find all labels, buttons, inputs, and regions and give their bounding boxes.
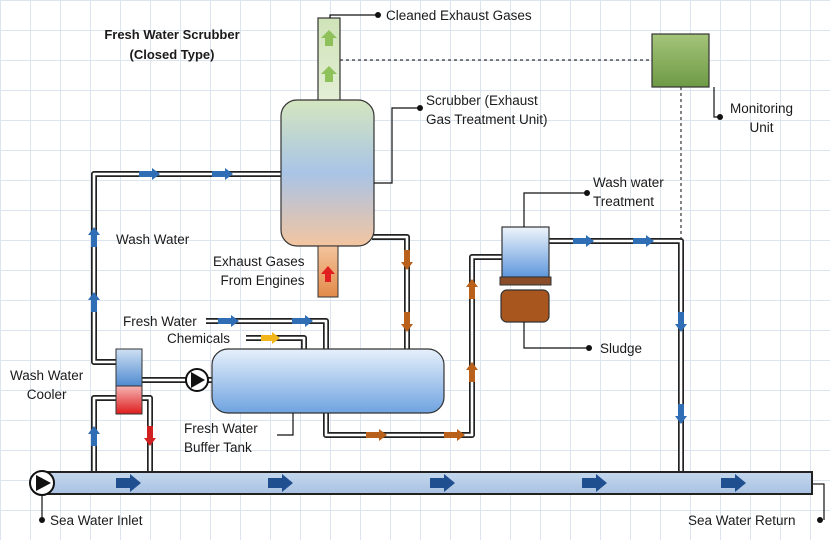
flow-arrow-right-navy: [582, 474, 607, 492]
diagram-title: Fresh Water Scrubber (Closed Type): [82, 25, 262, 65]
scrubber-label-line2: Gas Treatment Unit): [426, 112, 548, 127]
flow-arrow-right-blue: [292, 315, 313, 327]
monitoring-label-line2: Unit: [749, 120, 774, 135]
treatment-label-line1: Wash water: [593, 175, 664, 190]
flow-arrow-right-yellow: [261, 332, 280, 344]
diagram-title-line1: Fresh Water Scrubber: [104, 27, 240, 42]
flow-arrow-right-blue: [212, 168, 233, 180]
cooler-label-line2: Cooler: [26, 387, 67, 402]
scrubber-label-line1: Scrubber (Exhaust: [426, 93, 538, 108]
treatment-label-line2: Treatment: [593, 194, 655, 209]
cooler-label: Wash Water Cooler: [10, 366, 83, 404]
flow-arrow-right-navy: [721, 474, 746, 492]
cooler-seawater-out-pipe: [142, 395, 153, 472]
cooler-top: [115, 348, 143, 387]
flow-arrow-up-orange: [466, 362, 478, 382]
flow-arrow-down-orange: [401, 312, 413, 332]
sea-water-main-pipe: [37, 471, 813, 495]
buffer-tank-label: Fresh Water Buffer Tank: [184, 419, 258, 457]
cleaned-exhaust-label: Cleaned Exhaust Gases: [386, 8, 532, 23]
flow-arrow-up-green: [321, 66, 337, 82]
buffer-tank-label-line1: Fresh Water: [184, 421, 258, 436]
sludge-container: [500, 289, 550, 323]
scrubber-drain-pipe: [372, 234, 410, 350]
cooler-bottom: [115, 385, 143, 415]
fresh-water-pipe: [206, 318, 329, 350]
flow-arrow-right-blue: [573, 235, 594, 247]
tank-to-treatment-pipe: [323, 254, 503, 438]
flow-arrow-right-orange: [366, 429, 387, 441]
callout-dots: [39, 12, 823, 523]
sea-water-return-label: Sea Water Return: [688, 513, 796, 528]
cooler-label-line1: Wash Water: [10, 368, 84, 383]
exhaust-label-line2: From Engines: [220, 273, 305, 288]
treatment-base: [499, 276, 552, 286]
flow-arrow-down-red: [144, 426, 156, 446]
sludge-label: Sludge: [600, 341, 643, 356]
flow-arrow-right-blue: [218, 315, 239, 327]
flow-arrow-down-blue: [675, 312, 687, 332]
flow-arrow-up-blue: [88, 292, 100, 312]
fresh-water-label: Fresh Water: [123, 314, 197, 329]
wash-water-pipe: [91, 171, 282, 365]
flow-arrow-right-orange: [444, 429, 465, 441]
exhaust-label-line1: Exhaust Gases: [213, 254, 305, 269]
flow-arrow-right-navy: [116, 474, 141, 492]
cooler-seawater-in-pipe: [91, 395, 116, 472]
flow-arrow-up-orange: [466, 279, 478, 299]
flow-arrow-up-blue: [88, 426, 100, 446]
flow-arrow-right-navy: [268, 474, 293, 492]
flow-arrow-up-blue: [88, 227, 100, 247]
flow-arrow-down-orange: [401, 250, 413, 270]
scrubber-vessel: [280, 99, 375, 247]
fresh-water-buffer-tank: [211, 348, 445, 414]
monitoring-unit: [651, 33, 710, 88]
chemicals-label: Chemicals: [167, 331, 231, 346]
monitoring-signal-lines: [340, 59, 682, 240]
flow-arrow-up-red: [321, 266, 335, 282]
flow-arrow-right-blue: [139, 168, 160, 180]
flow-arrow-up-green: [321, 30, 337, 46]
diagram-title-line2: (Closed Type): [129, 47, 215, 62]
wash-water-label: Wash Water: [116, 232, 190, 247]
wash-water-treatment-unit: [501, 226, 550, 278]
sea-water-pump-icon: [29, 470, 55, 496]
flow-arrow-right-blue: [633, 235, 654, 247]
circulation-pump-icon: [185, 368, 209, 392]
scrubber-label: Scrubber (Exhaust Gas Treatment Unit): [426, 91, 548, 129]
sea-water-return-pipe: [812, 483, 825, 520]
flow-arrow-right-navy: [430, 474, 455, 492]
flow-arrow-down-blue: [675, 404, 687, 424]
sea-water-inlet-label: Sea Water Inlet: [50, 513, 143, 528]
monitoring-label-line1: Monitoring: [730, 101, 794, 116]
buffer-tank-label-line2: Buffer Tank: [184, 440, 252, 455]
wash-water-treatment-label: Wash water Treatment: [593, 173, 664, 211]
exhaust-from-engines-label: Exhaust Gases From Engines: [213, 252, 305, 290]
monitoring-unit-label: Monitoring Unit: [730, 99, 793, 137]
